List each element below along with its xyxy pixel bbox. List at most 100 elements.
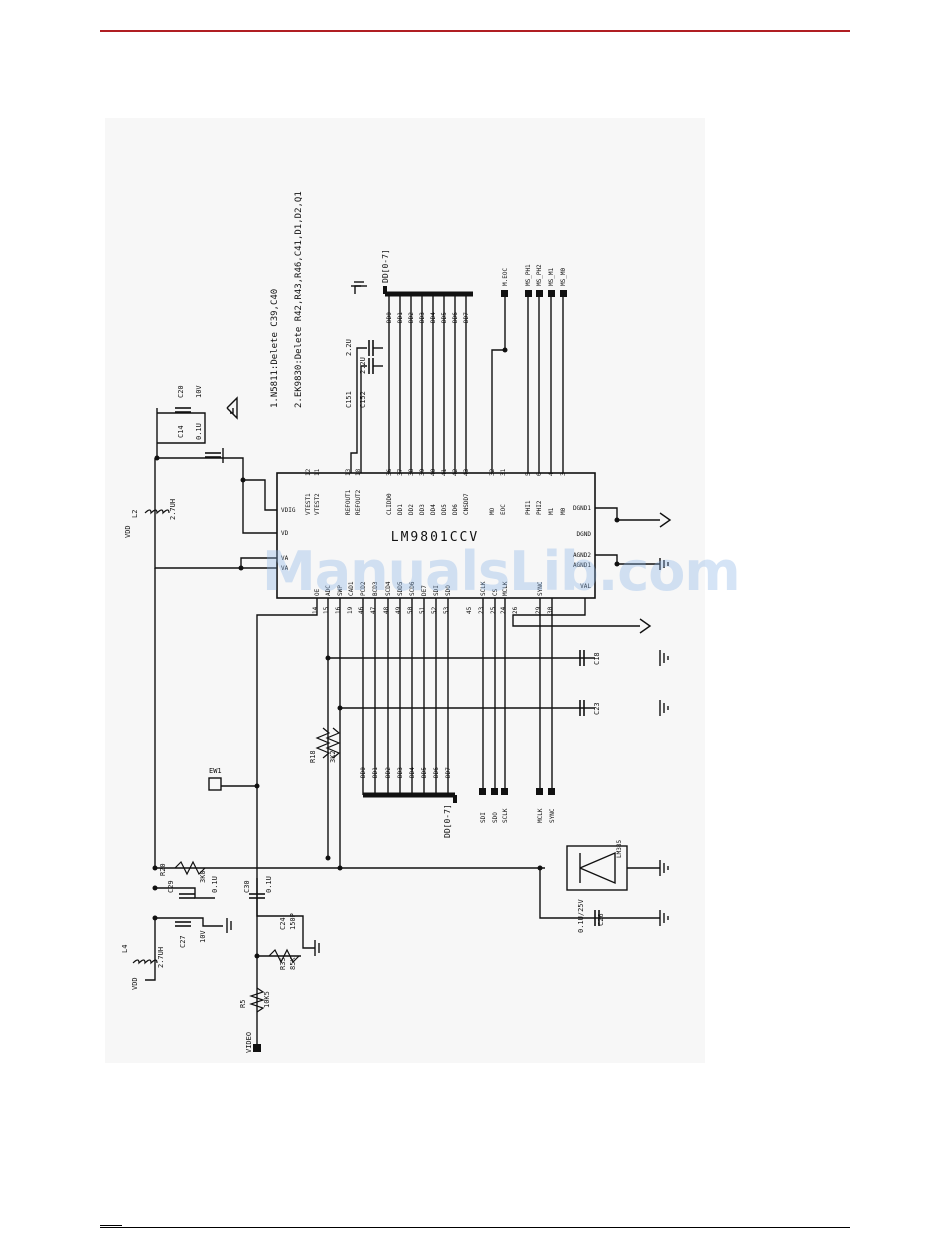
- gnd-r35: [314, 940, 320, 956]
- bottom-bus-line-5: DD5: [421, 767, 428, 778]
- gnd-c26: [659, 910, 669, 926]
- right-pin-label-0: DGND1: [573, 505, 591, 512]
- c26-value: 0.1U/25V: [577, 898, 585, 933]
- bottom-pin-number-11: 53: [443, 606, 450, 614]
- c24-value: 150P: [289, 913, 297, 930]
- top-signal-3: MS_M1: [548, 268, 555, 286]
- bottom-bus-line-2: DD2: [385, 767, 392, 778]
- bottom-pin-label-9: DE7: [421, 585, 428, 596]
- footer-rule-mark: [100, 1225, 122, 1226]
- c20-rating: 10V: [195, 385, 203, 398]
- bottom-bus-line-0: DD0: [360, 767, 367, 778]
- gnd-agnd: [659, 558, 669, 570]
- top-pin-number-5: 37: [397, 468, 404, 476]
- bottom-pin-label-6: SCD4: [385, 581, 392, 596]
- bottom-pin-label-14: MCLK: [502, 581, 509, 596]
- r18-value: 3K2: [329, 750, 337, 763]
- connector-pads: [253, 290, 567, 1052]
- top-pin-number-8: 40: [430, 468, 437, 476]
- top-bus-line-1: DD1: [397, 312, 404, 323]
- bottom-pin-number-7: 49: [395, 606, 402, 614]
- bottom-signal-2: SCLK: [502, 808, 509, 823]
- top-bus-line-3: DD3: [419, 312, 426, 323]
- c152-label: C152: [359, 391, 367, 408]
- bottom-pin-number-9: 51: [419, 606, 426, 614]
- top-bus-label: DD[0-7]: [381, 249, 390, 283]
- bottom-pin-number-17: 29: [535, 606, 542, 614]
- oe-net: [256, 598, 318, 968]
- l2-label: L2: [131, 510, 139, 518]
- bottom-data-wires: [362, 598, 449, 795]
- top-data-wires: [388, 294, 467, 473]
- top-pin-label-3: REFOUT2: [355, 489, 362, 515]
- top-pin-label-6: DD2: [408, 504, 415, 515]
- bottom-pin-label-0: OE: [314, 588, 321, 596]
- top-signal-2: MS_PH2: [536, 264, 543, 286]
- bottom-pin-label-5: BCD3: [372, 581, 379, 596]
- gnd-lm385: [659, 860, 669, 876]
- bottom-pin-label-10: SDI: [433, 585, 440, 596]
- bottom-bus-line-7: DD7: [445, 767, 452, 778]
- capacitors: [175, 340, 600, 927]
- r18-label: R18: [309, 750, 317, 763]
- bottom-bus-line-4: DD4: [409, 767, 416, 778]
- top-signal-0: M.EOC: [502, 268, 509, 286]
- bottom-pin-number-2: 16: [335, 606, 342, 614]
- r20-symbol: [325, 727, 341, 759]
- bottom-signal-3: MCLK: [537, 808, 544, 823]
- top-pin-label-5: DD1: [397, 504, 404, 515]
- ew1-pad: [208, 777, 222, 791]
- top-pin-label-4: CLIDD0: [386, 493, 393, 515]
- top-pin-label-12: MO: [489, 507, 496, 515]
- bottom-pin-number-3: 19: [347, 606, 354, 614]
- bottom-bus-label: DD[0-7]: [443, 804, 452, 838]
- c23-label: C23: [593, 702, 601, 715]
- wire-layer: [145, 285, 660, 1048]
- top-signal-wires: [491, 294, 564, 473]
- gnd-refout: [351, 281, 367, 287]
- r20-value: 3K0: [199, 870, 207, 883]
- top-pin-number-9: 41: [441, 468, 448, 476]
- top-pin-label-1: VTEST2: [314, 493, 321, 515]
- refout2-net: [360, 365, 367, 473]
- c26-label: C26: [597, 913, 605, 926]
- top-bus-line-5: DD5: [441, 312, 448, 323]
- bottom-pin-number-5: 47: [370, 606, 377, 614]
- l4-coil: [132, 959, 158, 965]
- l4-value: 2.7UH: [157, 947, 165, 968]
- top-bus-line-7: DD7: [463, 312, 470, 323]
- top-pin-label-10: DD6: [452, 504, 459, 515]
- lm385-label: LM385: [616, 840, 623, 858]
- gnd-val: [639, 618, 652, 634]
- dgnd-net: [595, 507, 660, 521]
- top-pin-number-12: 32: [489, 468, 496, 476]
- c20-branch: [157, 412, 206, 444]
- c151-label: C151: [345, 391, 353, 408]
- c26-net: [539, 868, 660, 919]
- c151-value: 2.2U: [345, 339, 353, 356]
- ground-symbols: [222, 281, 672, 956]
- r35-symbol: [268, 948, 300, 964]
- bottom-pin-label-8: SCD6: [409, 581, 416, 596]
- c14-value: 0.1U: [195, 423, 203, 440]
- bottom-bus-line-3: DD3: [397, 767, 404, 778]
- top-pin-label-0: VTEST1: [305, 493, 312, 515]
- bottom-pin-number-4: 46: [358, 606, 365, 614]
- bottom-pin-label-2: SWP: [337, 585, 344, 596]
- bottom-pin-label-13: CS: [492, 588, 499, 596]
- top-signal-1: MS_PH1: [525, 264, 532, 286]
- gnd-dgnd: [659, 512, 672, 528]
- bottom-pin-label-7: SDD5: [397, 581, 404, 596]
- top-pin-number-6: 38: [408, 468, 415, 476]
- footer-rule: [100, 1227, 850, 1228]
- top-pin-label-13: EOC: [500, 504, 507, 515]
- r5-value: 10K5: [263, 991, 271, 1008]
- top-pin-label-16: M1: [548, 507, 555, 515]
- bottom-signal-1: SDO: [492, 812, 499, 823]
- val-net: [512, 598, 640, 627]
- top-pin-label-8: DD4: [430, 504, 437, 515]
- bottom-pin-label-3: CAD1: [348, 581, 355, 596]
